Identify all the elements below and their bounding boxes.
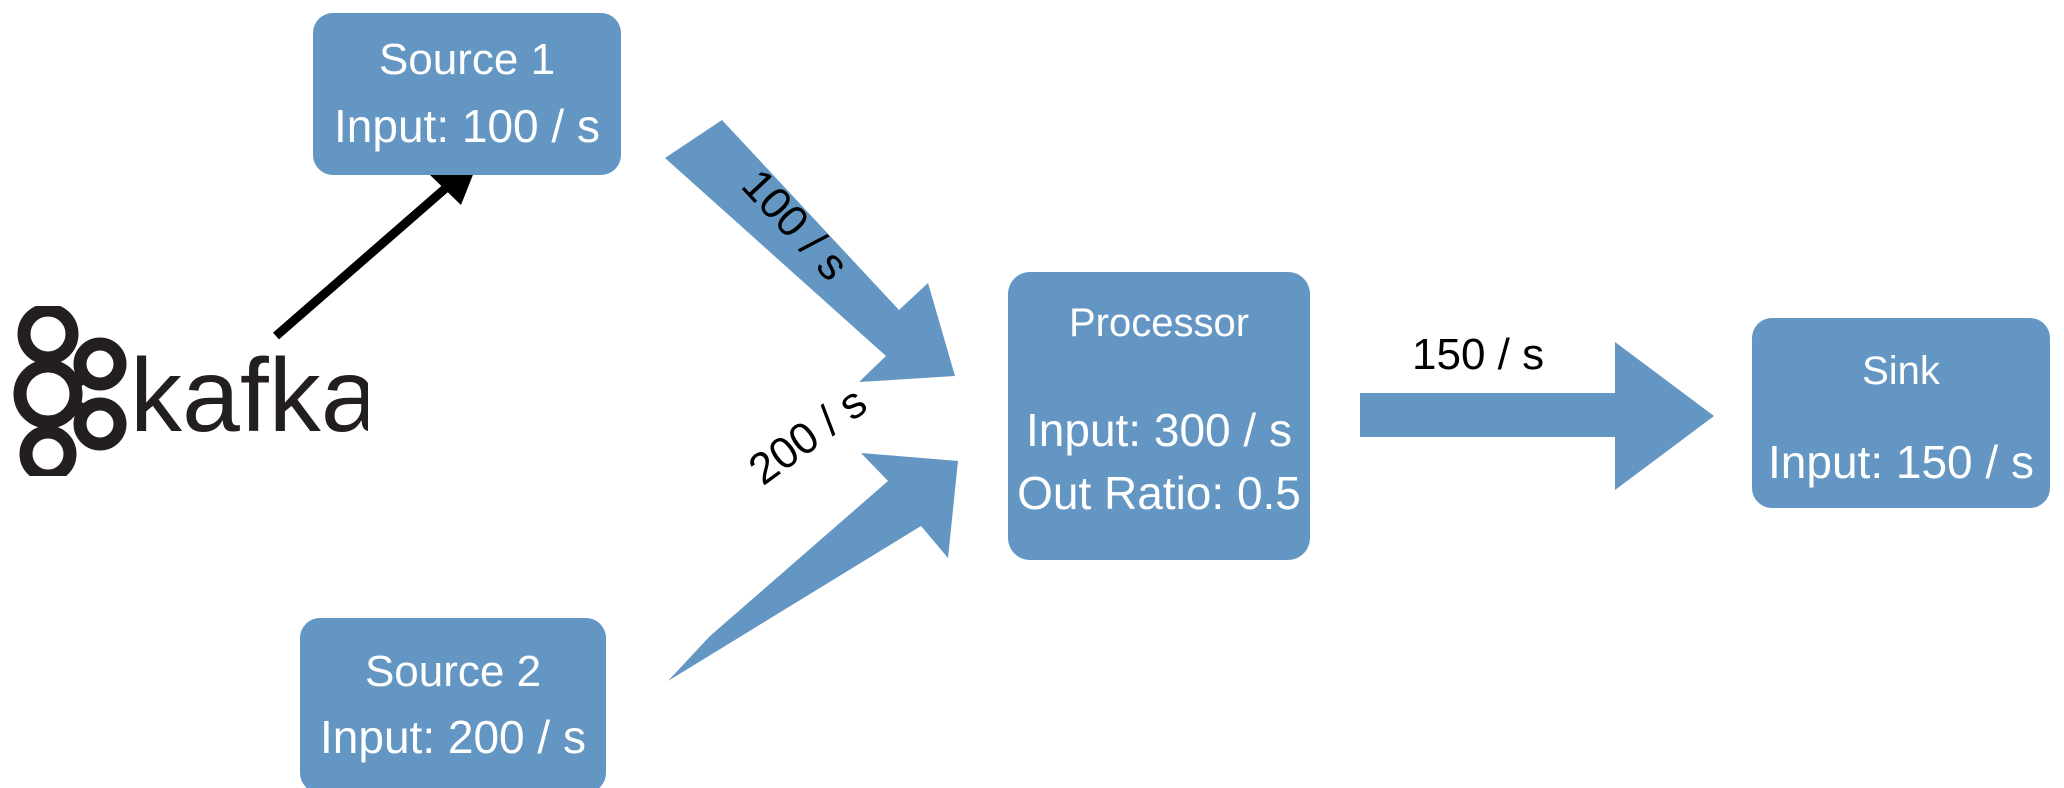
node-source-1-title: Source 1 — [378, 35, 556, 85]
node-source-2[interactable]: Source 2 Input: 200 / s — [300, 618, 606, 788]
kafka-logo: kafka — [13, 306, 368, 476]
node-processor-details: Input: 300 / s Out Ratio: 0.5 — [1017, 401, 1301, 523]
node-processor[interactable]: Processor Input: 300 / s Out Ratio: 0.5 — [1008, 272, 1310, 560]
node-source-2-title: Source 2 — [364, 646, 542, 696]
edge-source2-to-processor-arrow — [668, 453, 958, 681]
node-processor-title: Processor — [1068, 301, 1250, 345]
node-sink-title: Sink — [1862, 349, 1940, 393]
edge-processor-to-sink-arrow — [1360, 342, 1714, 490]
node-source-2-input: Input: 200 / s — [320, 711, 586, 764]
node-processor-out-ratio: Out Ratio: 0.5 — [1017, 467, 1301, 520]
node-source-1-input: Input: 100 / s — [334, 99, 600, 152]
node-source-1[interactable]: Source 1 Input: 100 / s — [313, 13, 621, 175]
kafka-logo-mark — [13, 306, 127, 476]
node-sink-input: Input: 150 / s — [1768, 436, 2034, 489]
node-sink[interactable]: Sink Input: 150 / s — [1752, 318, 2050, 508]
edge-source1-to-processor-arrow — [665, 120, 955, 382]
node-sink-details: Input: 150 / s — [1768, 433, 2034, 492]
node-processor-input: Input: 300 / s — [1026, 404, 1292, 457]
kafka-wordmark: kafka — [130, 338, 368, 454]
edge-label-processor-to-sink: 150 / s — [1412, 330, 1545, 379]
